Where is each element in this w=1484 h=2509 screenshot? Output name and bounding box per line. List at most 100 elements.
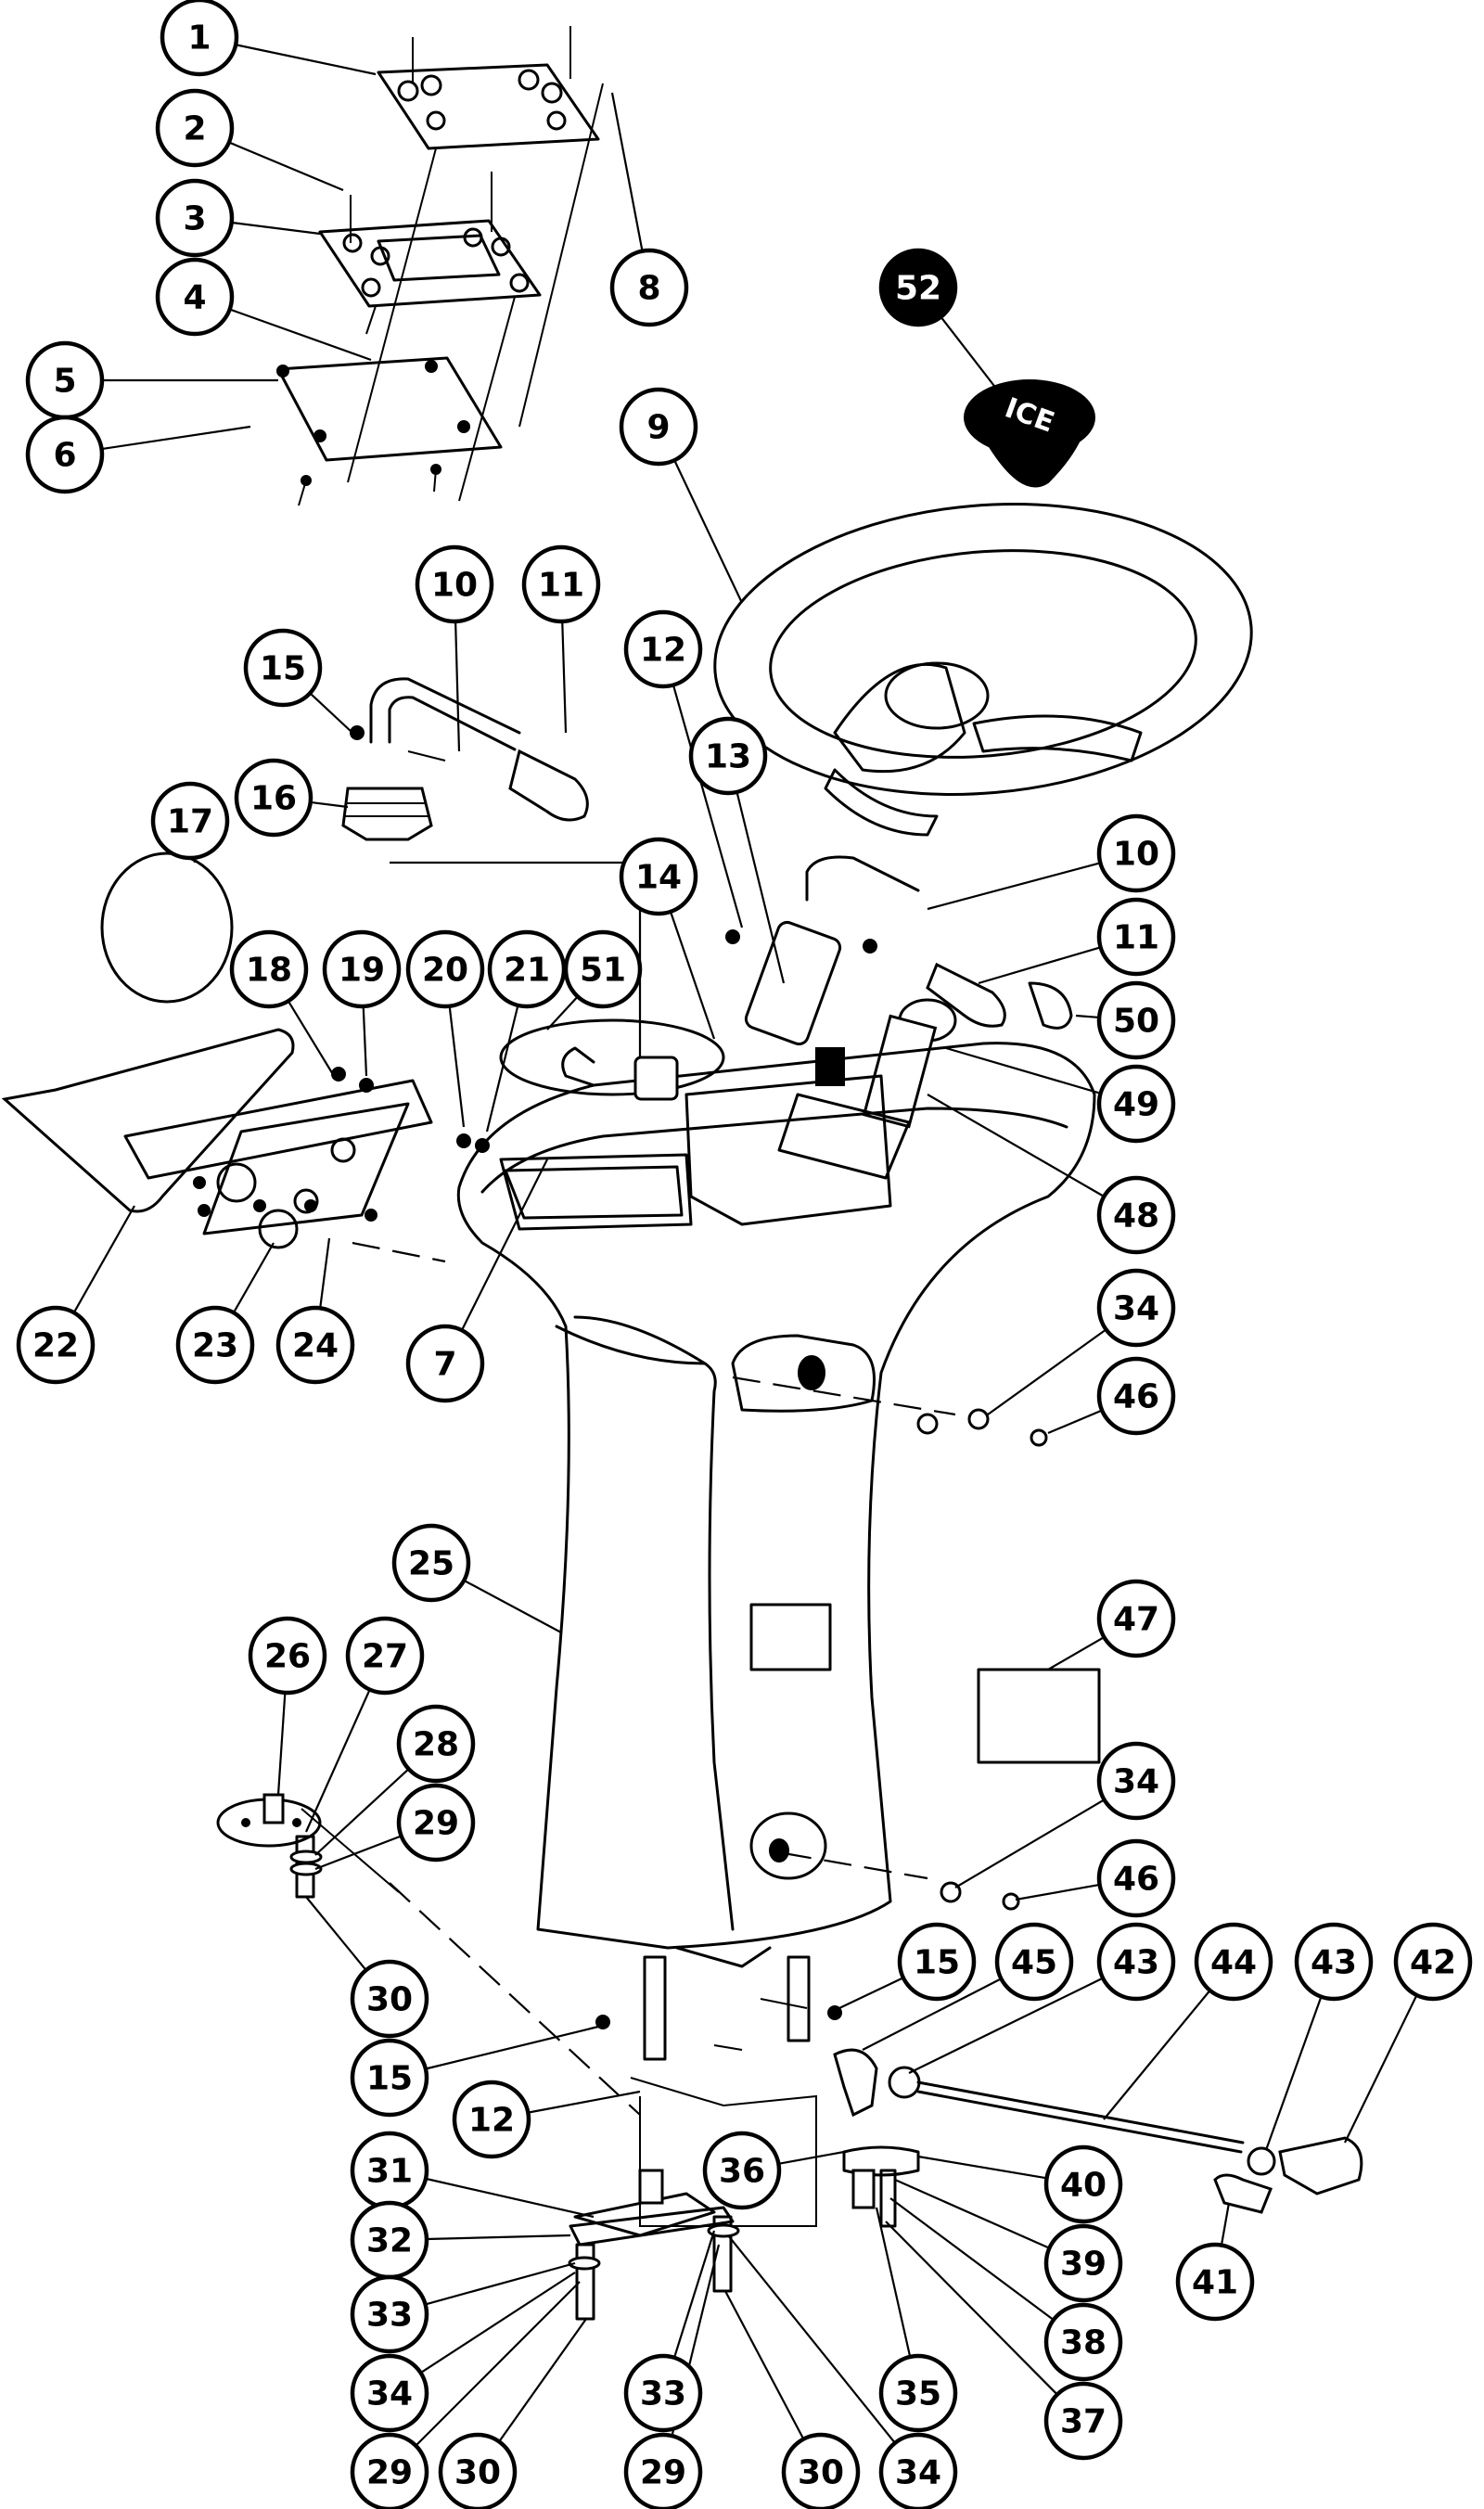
pivot-plate-left bbox=[216, 1793, 400, 1899]
callout-leader bbox=[1047, 1409, 1103, 1435]
callout-45: 45 bbox=[994, 1922, 1074, 2002]
callout-9: 9 bbox=[619, 387, 698, 467]
callout-circle bbox=[994, 1922, 1074, 2002]
callout-circle bbox=[345, 1616, 425, 1696]
decal-panel bbox=[977, 1668, 1101, 1764]
callout-43a: 43 bbox=[1096, 1922, 1176, 2002]
control-plate-assembly bbox=[276, 26, 604, 506]
callout-leader bbox=[610, 92, 644, 251]
callout-leader bbox=[448, 1005, 466, 1128]
ice-knob: ICE bbox=[964, 379, 1095, 488]
callout-15c: 15 bbox=[350, 2038, 429, 2118]
callout-number: 32 bbox=[366, 2222, 413, 2260]
callout-leader bbox=[727, 2234, 896, 2444]
callout-12b: 12 bbox=[452, 2080, 531, 2159]
callout-leader bbox=[673, 459, 743, 604]
callout-13: 13 bbox=[688, 716, 768, 796]
steering-wheel bbox=[713, 503, 1253, 837]
right-lever-and-switches bbox=[744, 855, 1073, 1180]
callout-leader bbox=[425, 2177, 595, 2219]
cover-pad bbox=[100, 851, 234, 1004]
callout-circle bbox=[878, 2432, 958, 2509]
callout-number: 44 bbox=[1210, 1944, 1257, 1982]
callout-number: 24 bbox=[292, 1327, 339, 1365]
callout-circle bbox=[623, 2353, 703, 2433]
callout-number: 49 bbox=[1113, 1086, 1159, 1124]
callout-1: 1 bbox=[160, 0, 239, 77]
callout-leader bbox=[927, 1094, 1105, 1197]
callout-number: 28 bbox=[413, 1726, 459, 1764]
callout-number: 25 bbox=[408, 1545, 454, 1583]
callout-19: 19 bbox=[322, 929, 402, 1009]
callout-52: 52 bbox=[878, 248, 958, 327]
callout-8: 8 bbox=[609, 248, 689, 327]
callout-leader bbox=[546, 995, 579, 1030]
callout-circle bbox=[781, 2432, 861, 2509]
callout-leader bbox=[875, 2207, 912, 2358]
callout-number: 16 bbox=[250, 780, 297, 818]
callout-39: 39 bbox=[1043, 2223, 1123, 2303]
callout-circle bbox=[415, 544, 494, 624]
callout-10b: 10 bbox=[1096, 813, 1176, 893]
callout-number: 17 bbox=[167, 803, 213, 841]
callout-circle bbox=[155, 178, 235, 258]
callout-leader bbox=[528, 2090, 641, 2114]
fasteners bbox=[725, 929, 1048, 1911]
callout-24: 24 bbox=[275, 1305, 355, 1385]
callout-circle bbox=[391, 1523, 471, 1603]
callout-17: 17 bbox=[150, 781, 230, 861]
callout-number: 33 bbox=[366, 2297, 413, 2335]
callout-30a: 30 bbox=[350, 1959, 429, 2039]
callout-number: 34 bbox=[1113, 1290, 1159, 1328]
callout-leader bbox=[927, 862, 1101, 911]
callout-number: 11 bbox=[1113, 919, 1159, 957]
callout-circle bbox=[1043, 2302, 1123, 2382]
callout-number: 36 bbox=[719, 2153, 765, 2191]
callout-28: 28 bbox=[396, 1704, 476, 1784]
callout-leader bbox=[454, 621, 461, 752]
callout-leader bbox=[1015, 1883, 1100, 1901]
callout-leader bbox=[778, 2150, 845, 2165]
callout-leader bbox=[945, 1046, 1101, 1094]
callout-49: 49 bbox=[1096, 1064, 1176, 1144]
callout-circle bbox=[25, 415, 105, 494]
callout-29a: 29 bbox=[396, 1783, 476, 1863]
callout-leader bbox=[415, 2281, 581, 2447]
callout-15b: 15 bbox=[897, 1922, 977, 2002]
callout-circle bbox=[1096, 1356, 1176, 1436]
callout-circle bbox=[275, 1305, 355, 1385]
callout-number: 5 bbox=[53, 363, 76, 401]
callout-circle bbox=[452, 2080, 531, 2159]
callout-number: 6 bbox=[53, 437, 76, 475]
callout-leader bbox=[229, 308, 372, 362]
callout-number: 4 bbox=[183, 279, 206, 317]
callout-circle bbox=[1043, 2223, 1123, 2303]
callout-circle bbox=[1096, 1064, 1176, 1144]
callout-number: 34 bbox=[366, 2375, 413, 2413]
callout-leader bbox=[838, 1977, 904, 2009]
callout-leader bbox=[228, 141, 344, 192]
callout-circle bbox=[243, 628, 323, 708]
callout-number: 34 bbox=[895, 2454, 941, 2492]
callout-leader bbox=[309, 692, 353, 734]
callout-leader bbox=[498, 2318, 587, 2443]
callout-51: 51 bbox=[563, 929, 643, 1009]
callout-circle bbox=[229, 929, 309, 1009]
callout-leader bbox=[232, 1242, 275, 1313]
callout-number: 1 bbox=[187, 19, 211, 58]
callout-number: 43 bbox=[1311, 1944, 1357, 1982]
callout-number: 15 bbox=[260, 650, 306, 688]
callout-circle bbox=[396, 1783, 476, 1863]
callout-number: 37 bbox=[1060, 2403, 1107, 2441]
callout-leader bbox=[310, 800, 349, 809]
callout-2: 2 bbox=[155, 88, 235, 168]
callout-48: 48 bbox=[1096, 1175, 1176, 1255]
callout-leader bbox=[362, 1005, 368, 1077]
callout-leader bbox=[1075, 1014, 1100, 1019]
callout-circle bbox=[150, 781, 230, 861]
callout-10a: 10 bbox=[415, 544, 494, 624]
callout-circle bbox=[563, 929, 643, 1009]
callout-number: 30 bbox=[798, 2454, 844, 2492]
callout-number: 45 bbox=[1011, 1944, 1057, 1982]
callout-25: 25 bbox=[391, 1523, 471, 1603]
